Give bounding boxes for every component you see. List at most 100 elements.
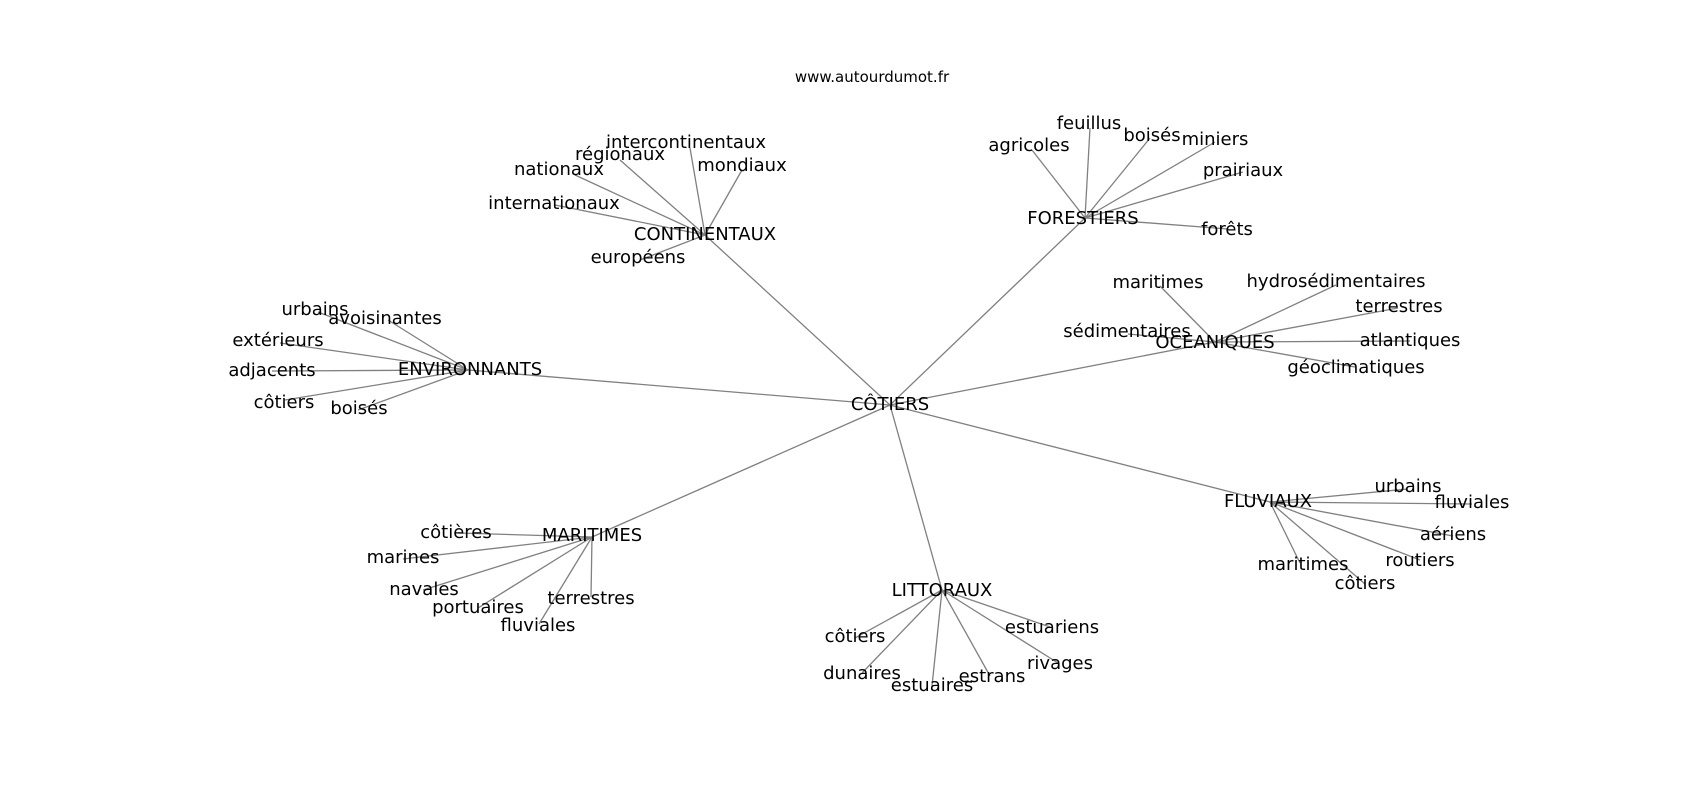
- edge-oceaniques-atlantiques: [1214, 340, 1411, 343]
- category-node-environnants: ENVIRONNANTS: [398, 359, 542, 380]
- website-label: www.autourdumot.fr: [795, 68, 950, 86]
- word-node-fluviaux-maritimes: maritimes: [1257, 554, 1348, 575]
- word-node-maritimes-fluviales: fluviales: [501, 615, 576, 636]
- word-node-fluviaux-urbains: urbains: [1374, 476, 1441, 497]
- word-node-environnants-boises: boisés: [330, 398, 387, 419]
- edge-fluviaux-aeriens: [1269, 501, 1454, 537]
- edge-littoraux-estrans: [941, 589, 991, 677]
- word-node-continentaux-nationaux: nationaux: [514, 159, 604, 180]
- word-node-forestiers-forets: forêts: [1201, 219, 1253, 240]
- edge-continentaux-intercontinentaux: [689, 147, 706, 236]
- word-node-oceaniques-maritimes: maritimes: [1112, 272, 1203, 293]
- category-node-fluviaux: FLUVIAUX: [1224, 491, 1312, 512]
- edge-maritimes-portuaires: [477, 536, 593, 609]
- edge-continentaux-europeens: [639, 234, 706, 261]
- word-node-forestiers-miniers: miniers: [1182, 129, 1249, 150]
- edges-layer: [271, 127, 1473, 687]
- edge-root-oceaniques: [889, 341, 1216, 406]
- word-node-environnants-adjacents: adjacents: [228, 360, 315, 381]
- word-node-forestiers-prairiaux: prairiaux: [1203, 160, 1284, 181]
- word-node-environnants-cotiers: côtiers: [254, 392, 315, 413]
- word-node-environnants-urbains: urbains: [281, 299, 348, 320]
- word-node-continentaux-regionaux: régionaux: [575, 144, 665, 165]
- edge-root-maritimes: [591, 404, 891, 538]
- edge-maritimes-navales: [422, 536, 593, 591]
- word-node-forestiers-boises: boisés: [1123, 125, 1180, 146]
- word-node-maritimes-navales: navales: [389, 579, 459, 600]
- word-node-maritimes-marines: marines: [367, 547, 440, 568]
- edge-fluviaux-cotiers: [1269, 501, 1366, 585]
- root-node-label: CÔTIERS: [851, 393, 929, 415]
- word-node-littoraux-cotiers: côtiers: [825, 626, 886, 647]
- category-node-continentaux: CONTINENTAUX: [634, 224, 776, 245]
- edge-forestiers-boises: [1084, 137, 1151, 219]
- edge-environnants-cotiers: [284, 369, 469, 401]
- edge-root-forestiers: [889, 217, 1086, 406]
- edge-root-fluviaux: [889, 404, 1271, 503]
- edge-continentaux-nationaux: [574, 174, 706, 236]
- edge-maritimes-marines: [402, 536, 593, 560]
- edge-littoraux-cotiers: [854, 589, 943, 639]
- edge-continentaux-mondiaux: [704, 169, 743, 236]
- word-node-continentaux-europeens: européens: [591, 247, 686, 268]
- edge-forestiers-forets: [1084, 217, 1229, 230]
- word-node-forestiers-feuillus: feuillus: [1057, 113, 1122, 134]
- word-node-environnants-exterieurs: extérieurs: [232, 330, 323, 351]
- word-node-littoraux-dunaires: dunaires: [823, 663, 901, 684]
- edge-continentaux-internationaux: [554, 204, 706, 236]
- word-node-littoraux-estuaires: estuaires: [891, 675, 973, 696]
- word-node-continentaux-intercontinentaux: intercontinentaux: [606, 132, 766, 153]
- labels-layer: www.autourdumot.fr CÔTIERS CONTINENTAUX in…: [228, 68, 1509, 696]
- edge-littoraux-dunaires: [861, 589, 943, 674]
- word-node-continentaux-mondiaux: mondiaux: [697, 155, 787, 176]
- edge-fluviaux-urbains: [1269, 488, 1409, 503]
- edge-environnants-boises: [357, 369, 469, 411]
- edge-littoraux-estuariens: [941, 589, 1051, 628]
- edge-maritimes-cotieres: [457, 532, 593, 538]
- edge-fluviaux-routiers: [1269, 501, 1421, 561]
- word-node-oceaniques-terrestres: terrestres: [1355, 296, 1442, 317]
- edge-forestiers-prairiaux: [1084, 171, 1244, 219]
- edge-environnants-adjacents: [271, 369, 469, 372]
- word-node-maritimes-cotieres: côtières: [420, 522, 492, 543]
- word-node-maritimes-portuaires: portuaires: [432, 597, 524, 618]
- word-node-maritimes-terrestres: terrestres: [547, 588, 634, 609]
- edge-oceaniques-terrestres: [1214, 307, 1399, 343]
- edge-maritimes-fluviales: [538, 536, 593, 625]
- edge-environnants-exterieurs: [279, 342, 469, 371]
- word-node-continentaux-internationaux: internationaux: [488, 193, 620, 214]
- word-node-littoraux-rivages: rivages: [1027, 653, 1093, 674]
- category-node-forestiers: FORESTIERS: [1027, 208, 1138, 229]
- edge-root-littoraux: [889, 404, 943, 591]
- edge-littoraux-rivages: [941, 589, 1059, 664]
- edge-fluviaux-maritimes: [1269, 501, 1301, 564]
- word-node-littoraux-estuariens: estuariens: [1005, 617, 1099, 638]
- edge-oceaniques-maritimes: [1159, 285, 1216, 343]
- edge-continentaux-regionaux: [619, 159, 706, 236]
- word-node-oceaniques-sedimentaires: sédimentaires: [1063, 321, 1190, 342]
- word-node-oceaniques-geoclimatiques: géoclimatiques: [1287, 357, 1424, 378]
- word-node-environnants-avoisinantes: avoisinantes: [328, 308, 441, 329]
- word-node-oceaniques-atlantiques: atlantiques: [1360, 330, 1461, 351]
- word-node-forestiers-agricoles: agricoles: [988, 135, 1069, 156]
- edge-maritimes-terrestres: [590, 536, 593, 598]
- word-node-fluviaux-fluviales: fluviales: [1435, 492, 1510, 513]
- word-node-fluviaux-routiers: routiers: [1385, 550, 1454, 571]
- word-node-littoraux-estrans: estrans: [959, 666, 1026, 687]
- edge-root-environnants: [467, 369, 891, 406]
- category-node-maritimes: MARITIMES: [542, 525, 642, 546]
- edge-oceaniques-sedimentaires: [1127, 333, 1216, 343]
- edge-environnants-avoisinantes: [387, 319, 469, 371]
- edge-oceaniques-geoclimatiques: [1214, 341, 1356, 368]
- word-node-oceaniques-hydrosedimentaires: hydrosédimentaires: [1247, 271, 1426, 292]
- edge-forestiers-agricoles: [1031, 149, 1086, 219]
- category-node-littoraux: LITTORAUX: [892, 580, 993, 601]
- edge-littoraux-estuaires: [931, 589, 943, 687]
- edge-forestiers-feuillus: [1084, 127, 1091, 219]
- edge-fluviaux-fluviales: [1269, 501, 1473, 505]
- edge-oceaniques-hydrosedimentaires: [1214, 284, 1337, 343]
- edge-root-continentaux: [704, 234, 891, 406]
- word-node-fluviaux-cotiers: côtiers: [1335, 573, 1396, 594]
- word-node-fluviaux-aeriens: aériens: [1420, 524, 1486, 545]
